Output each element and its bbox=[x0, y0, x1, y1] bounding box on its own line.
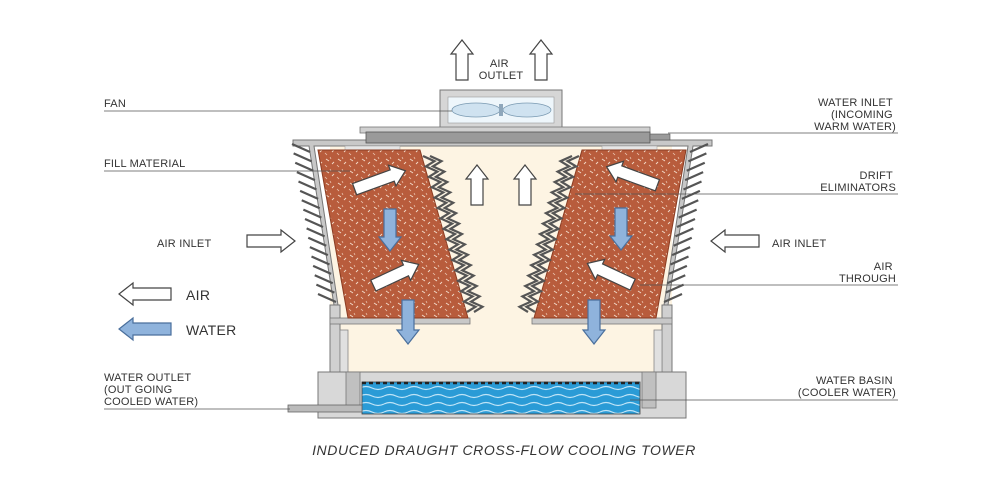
right-ledge bbox=[531, 317, 673, 325]
left-ledge bbox=[329, 317, 471, 325]
air-through-label: AIR THROUGH bbox=[839, 261, 896, 285]
water-inlet-pipe bbox=[365, 131, 651, 144]
diagram-caption: INDUCED DRAUGHT CROSS-FLOW COOLING TOWER bbox=[312, 442, 696, 458]
left-drift-eliminators bbox=[422, 154, 485, 313]
water-basin-water bbox=[361, 381, 641, 415]
tower-casing bbox=[292, 139, 713, 306]
water-arrow-icon bbox=[395, 299, 421, 345]
legend-water-label: WATER bbox=[186, 322, 237, 338]
air-arrow-icon bbox=[370, 259, 420, 292]
fill-material-label: FILL MATERIAL bbox=[104, 158, 185, 170]
flow-arrows bbox=[118, 39, 760, 345]
right-fill-material bbox=[533, 149, 687, 319]
right-air-inlet-louvers bbox=[663, 142, 709, 304]
water-inlet-label: WATER INLET (INCOMING WARM WATER) bbox=[814, 97, 896, 133]
water-outlet-label: WATER OUTLET (OUT GOING COOLED WATER) bbox=[104, 372, 198, 408]
legend-air-arrow-icon bbox=[118, 281, 172, 307]
air-arrow-icon bbox=[528, 39, 554, 81]
water-arrow-icon bbox=[608, 207, 634, 251]
fan-label: FAN bbox=[104, 98, 126, 110]
drift-eliminators-label: DRIFT ELIMINATORS bbox=[820, 170, 896, 194]
air-outlet-label: AIR OUTLET bbox=[479, 58, 524, 82]
air-arrow-icon bbox=[464, 164, 490, 206]
air-arrow-icon bbox=[710, 228, 760, 254]
water-basin-label: WATER BASIN (COOLER WATER) bbox=[798, 375, 896, 399]
air-arrow-icon bbox=[586, 258, 636, 291]
left-air-inlet-louvers bbox=[291, 142, 337, 304]
air-arrow-icon bbox=[246, 228, 296, 254]
air-arrow-icon bbox=[449, 39, 475, 81]
fan-icon bbox=[451, 102, 552, 118]
legend-water-arrow-icon bbox=[118, 316, 172, 342]
air-arrow-icon bbox=[512, 164, 538, 206]
right-drift-eliminators bbox=[517, 154, 580, 313]
air-inlet-right-label: AIR INLET bbox=[772, 238, 826, 250]
air-inlet-left-label: AIR INLET bbox=[157, 238, 211, 250]
air-arrow-icon bbox=[351, 164, 407, 196]
leader-lines bbox=[104, 110, 898, 410]
water-arrow-icon bbox=[377, 208, 403, 252]
legend: AIR WATER bbox=[186, 287, 237, 338]
air-arrow-icon bbox=[605, 160, 661, 192]
water-arrow-icon bbox=[581, 299, 607, 345]
legend-air-label: AIR bbox=[186, 287, 210, 303]
water-outlet-pipe bbox=[287, 404, 363, 413]
